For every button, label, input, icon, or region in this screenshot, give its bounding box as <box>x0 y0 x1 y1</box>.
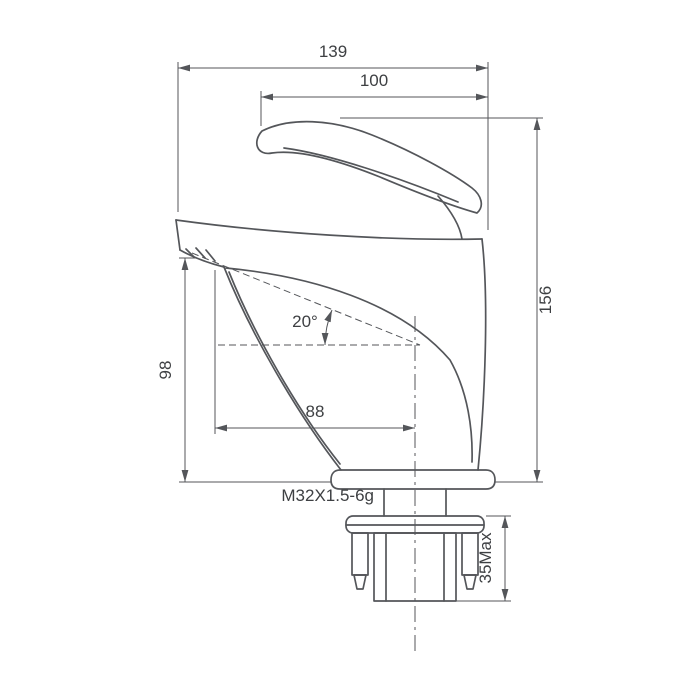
dimension-handle-length: 100 <box>260 71 488 126</box>
spout-tip-face <box>175 219 181 251</box>
body-back-edge <box>477 238 487 471</box>
dimension-label-100: 100 <box>360 71 388 90</box>
dimension-label-156: 156 <box>536 286 555 314</box>
body-left-curve <box>223 266 342 471</box>
angle-dimension: 20° <box>191 252 421 346</box>
angle-arc <box>321 309 333 346</box>
handle-body-junction <box>437 195 463 240</box>
dimension-overall-length: 139 <box>177 42 489 230</box>
thread-spec: M32X1.5-6g <box>281 486 374 505</box>
angle-reference-inclined <box>191 252 421 346</box>
angle-label: 20° <box>292 312 318 331</box>
handle-outline <box>255 120 483 214</box>
dimension-label-88: 88 <box>306 402 325 421</box>
aerator-hatch-lines <box>185 247 216 262</box>
dimension-label-98: 98 <box>156 361 175 380</box>
dimension-label-139: 139 <box>319 42 347 61</box>
right-bolt-tip <box>463 574 477 590</box>
dimension-label-35max: 35Max <box>476 532 495 584</box>
body-interior-curve <box>225 267 473 463</box>
dimension-mounting-thickness: 35Max <box>456 515 511 602</box>
left-bolt-tip <box>353 574 367 590</box>
handle-accent-line <box>283 147 459 203</box>
spout-underside <box>179 249 225 268</box>
body-front-accent-curve <box>228 271 341 465</box>
spout-top-edge <box>175 219 483 241</box>
faucet-body-outline <box>175 120 496 490</box>
left-bolt <box>351 532 369 576</box>
dimension-spout-height: 98 <box>156 257 331 483</box>
thread-spec-label: M32X1.5-6g <box>281 486 374 505</box>
dimension-spout-offset: 88 <box>214 270 415 434</box>
base-flange <box>330 469 496 490</box>
dimension-overall-height: 156 <box>340 117 555 483</box>
